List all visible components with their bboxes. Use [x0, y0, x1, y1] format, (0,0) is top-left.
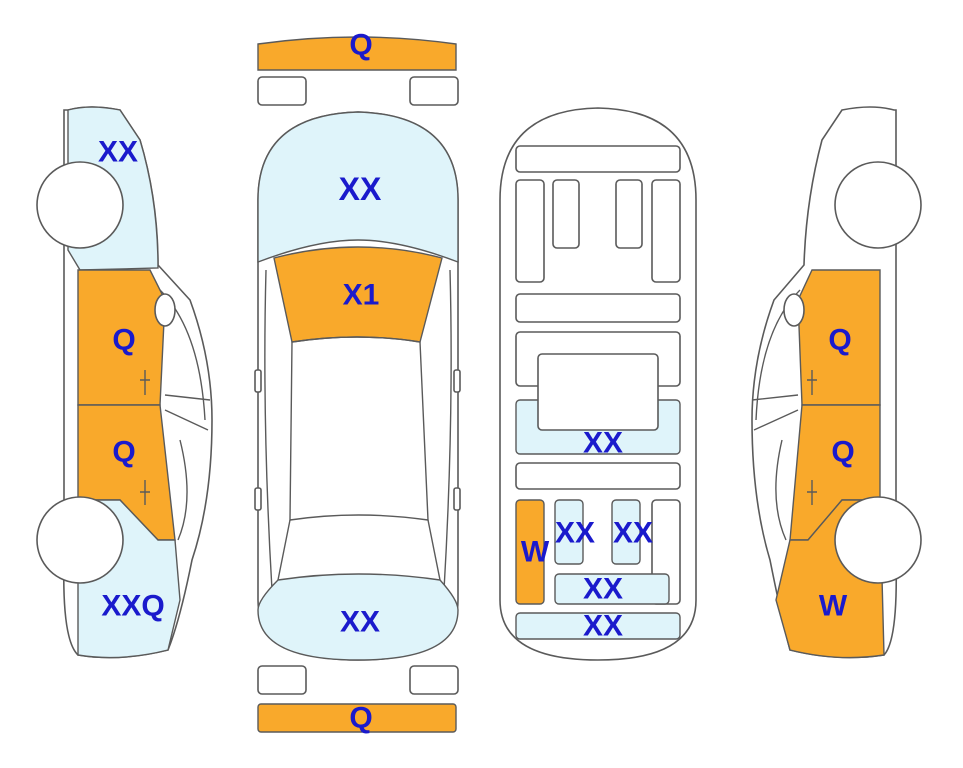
underbody-lower-mid-label: XX — [583, 573, 623, 606]
underbody-rear-cross-member — [515, 145, 681, 173]
right-side-rear-door-label: Q — [828, 324, 851, 357]
underbody-rear-rail-right — [651, 179, 681, 283]
underbody-rear-tank-left — [552, 179, 580, 249]
underbody-view: XX W XX XX XX XX — [499, 107, 697, 661]
top-mirror-right — [453, 369, 461, 393]
top-side-line-left — [264, 269, 273, 591]
right-side-view: Q Q W — [751, 106, 922, 659]
top-a-pillar-right — [427, 519, 441, 581]
underbody-small-right — [611, 499, 641, 565]
top-mirror-right-2 — [453, 487, 461, 511]
top-rear-bumper-label: Q — [349, 29, 372, 62]
top-trunk-lid — [257, 111, 459, 264]
top-mirror-left-2 — [254, 487, 262, 511]
left-side-handle-rear — [140, 370, 150, 395]
right-side-front-wheel — [834, 496, 922, 584]
right-side-mirror — [783, 293, 805, 327]
underbody-center-panel-label: XX — [583, 427, 623, 460]
underbody-left-rail-label: W — [521, 536, 550, 569]
underbody-lower-cross-member — [515, 462, 681, 490]
underbody-front-strip — [515, 612, 681, 640]
top-front-bumper-label: Q — [349, 702, 372, 735]
underbody-mid-cross-member — [515, 293, 681, 323]
left-side-rear-wheel — [36, 161, 124, 249]
top-hood-label: XX — [340, 606, 380, 639]
top-front-light-right — [409, 665, 459, 695]
top-a-pillar-left — [277, 519, 291, 581]
left-side-rear-upper-label: XX — [98, 136, 138, 169]
left-side-sill-line — [177, 439, 188, 541]
top-front-light-left — [257, 665, 307, 695]
right-side-front-door-label: Q — [831, 436, 854, 469]
top-front-bumper — [257, 703, 457, 733]
right-side-front-lower-label: W — [819, 590, 848, 623]
left-side-mirror — [154, 293, 176, 327]
underbody-front-strip-label: XX — [583, 610, 623, 643]
right-side-handle-rear — [807, 370, 817, 395]
underbody-lower-mid — [554, 573, 670, 605]
right-side-window-line-2 — [751, 394, 799, 431]
left-side-rear-door-label: Q — [112, 324, 135, 357]
top-view: Q XX X1 XX Q — [254, 29, 461, 735]
top-rear-bumper — [257, 36, 457, 71]
right-side-sill-line — [775, 439, 787, 541]
left-side-front-lower-label: XXQ — [101, 590, 164, 623]
left-side-view: XX Q Q XXQ — [36, 106, 213, 659]
left-side-handle-front — [140, 480, 150, 505]
left-side-front-door-label: Q — [112, 436, 135, 469]
right-side-handle-front — [807, 480, 817, 505]
underbody-left-rail — [515, 499, 545, 605]
left-side-window-line-2 — [164, 394, 211, 431]
left-side-front-wheel — [36, 496, 124, 584]
underbody-small-left — [554, 499, 584, 565]
top-rear-light-left — [257, 76, 307, 106]
right-side-rear-wheel — [834, 161, 922, 249]
top-side-line-right — [443, 269, 452, 591]
left-side-rear-door-panel — [77, 269, 166, 406]
underbody-small-right-label: XX — [613, 517, 653, 550]
right-side-rear-door-panel — [797, 269, 881, 406]
underbody-small-left-label: XX — [555, 517, 595, 550]
top-hood — [257, 573, 459, 661]
underbody-rear-tank-right — [615, 179, 643, 249]
top-rear-light-right — [409, 76, 459, 106]
top-rear-window-label: X1 — [343, 279, 380, 312]
underbody-center-box — [537, 353, 659, 431]
underbody-rear-rail-left — [515, 179, 545, 283]
top-trunk-lid-label: XX — [339, 171, 382, 207]
top-mirror-left — [254, 369, 262, 393]
